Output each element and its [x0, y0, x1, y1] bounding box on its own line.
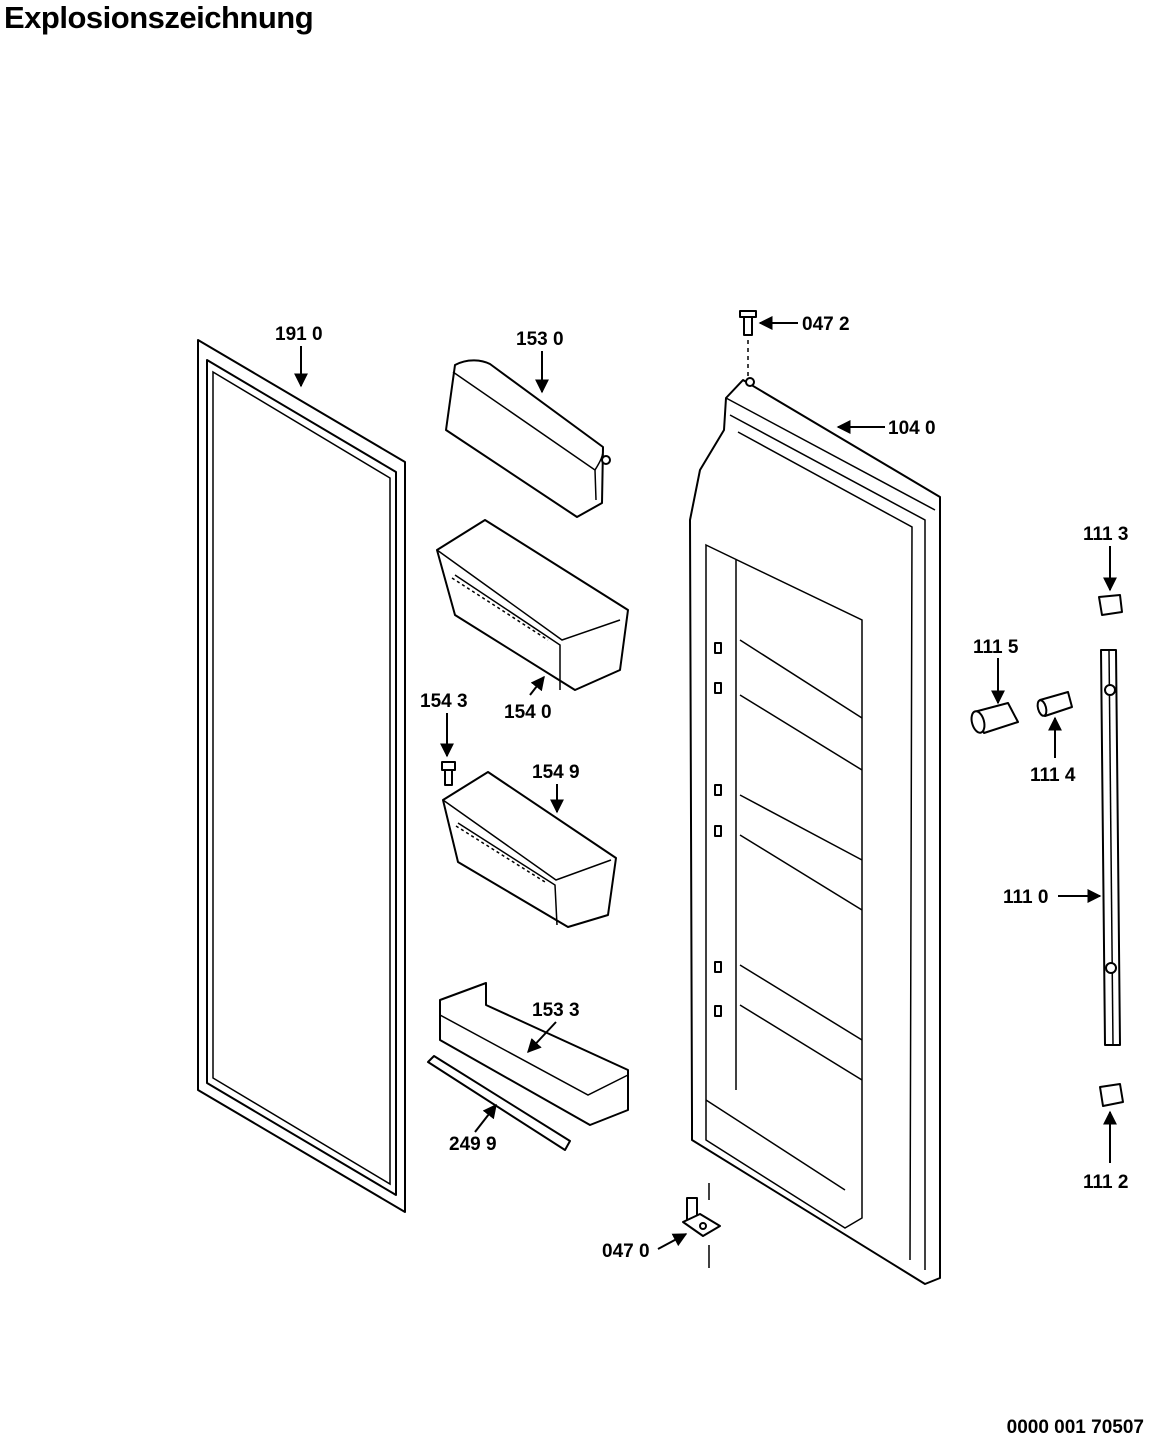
label-111-5: 111 5: [973, 637, 1019, 658]
door-bin-lower: [442, 771, 617, 928]
hinge-bottom: [682, 1183, 721, 1268]
label-153-3: 153 3: [532, 1000, 580, 1021]
label-111-3: 111 3: [1083, 524, 1128, 545]
label-191-0: 191 0: [275, 324, 323, 345]
handle-cap-top: [1098, 594, 1123, 616]
door-liner: [689, 377, 941, 1285]
bottle-shelf: [439, 982, 629, 1126]
door-gasket: [197, 339, 406, 1213]
label-111-2: 111 2: [1083, 1172, 1128, 1193]
document-number: 0000 001 70507: [1006, 1417, 1144, 1438]
door-bin-upper: [436, 519, 629, 691]
label-111-0: 111 0: [1003, 887, 1048, 908]
label-104-0: 104 0: [888, 418, 936, 439]
bin-screw: [441, 761, 456, 786]
label-249-9: 249 9: [449, 1134, 497, 1155]
handle-cap-bottom: [1099, 1083, 1124, 1107]
door-handle: [1100, 649, 1121, 1046]
label-153-0: 153 0: [516, 329, 564, 350]
shelf-cover: [445, 359, 611, 518]
label-154-0: 154 0: [504, 702, 552, 723]
label-154-9: 154 9: [532, 762, 580, 783]
label-111-4: 111 4: [1030, 765, 1076, 786]
label-047-2: 047 2: [802, 314, 850, 335]
retaining-bar: [427, 1055, 571, 1151]
hinge-pin-top: [739, 310, 757, 378]
handle-sleeve: [970, 702, 1019, 734]
page-title: Explosionszeichnung: [4, 0, 314, 35]
handle-mount: [1036, 691, 1073, 717]
leader-lines: [294, 316, 1117, 1250]
label-047-0: 047 0: [602, 1241, 650, 1262]
label-154-3: 154 3: [420, 691, 468, 712]
